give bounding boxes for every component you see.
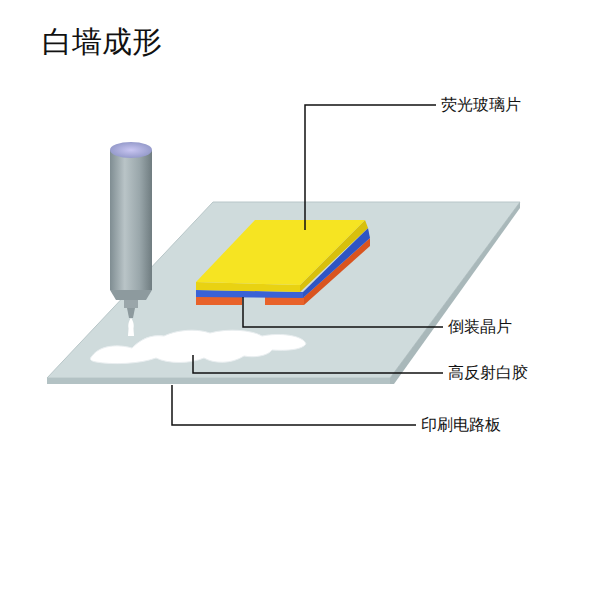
leader-lines (172, 105, 443, 425)
chip-stack (196, 220, 370, 305)
part-label: 荧光玻璃片 (440, 95, 522, 114)
leader-line (305, 105, 436, 230)
leader-line (243, 297, 443, 327)
dispensing-needle (110, 142, 152, 336)
diagram-title: 白墙成形 (42, 24, 162, 60)
white-glue (90, 330, 306, 363)
part-label: 印刷电路板 (420, 415, 502, 434)
part-label: 高反射白胶 (447, 363, 529, 382)
part-label: 倒装晶片 (447, 317, 513, 336)
leader-line (172, 385, 416, 425)
leader-line (193, 355, 443, 373)
